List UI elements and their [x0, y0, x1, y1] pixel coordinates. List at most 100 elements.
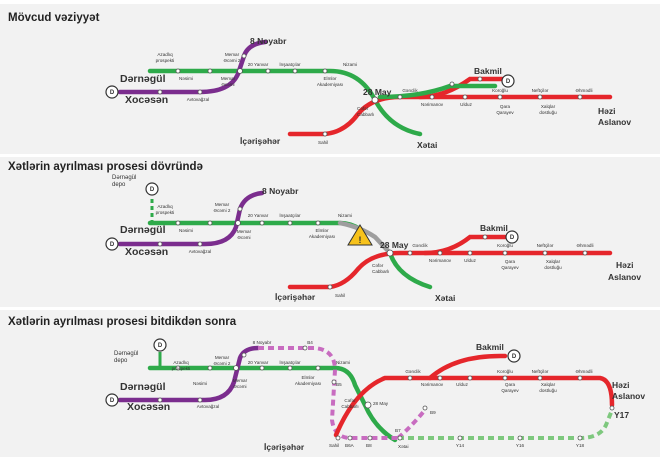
station-20-yanvar: 20 Yanvar	[248, 213, 269, 218]
station-dots	[157, 345, 615, 441]
station-nizami: Nizami	[343, 62, 357, 67]
red-line	[333, 375, 615, 438]
depot-icon-label: D	[110, 90, 115, 96]
station-sahil: Sahil	[329, 443, 339, 448]
station-8-noyabr: 8 Noyabr	[253, 340, 272, 345]
station-xetai: Xətai	[435, 293, 455, 303]
station-iceriseher: İçərişəhər	[264, 442, 305, 452]
depot-icon	[153, 338, 167, 352]
station-neftciler: Neftçilər	[532, 88, 549, 93]
station-y17: Y17	[614, 410, 629, 420]
station-inshaatcilar: İnşaatçılar	[279, 61, 301, 67]
depot-icon-label: D	[110, 398, 115, 404]
station-y16: Y16	[516, 443, 525, 448]
station-genclik: Gənclik	[402, 88, 418, 93]
panel-during-separation: Xətlərin ayrılması prosesi dövründə ! D …	[0, 157, 660, 307]
station-nerimanov: Nərimanov	[421, 102, 444, 107]
station-ulduz: Ulduz	[460, 102, 472, 107]
station-20-yanvar: 20 Yanvar	[248, 360, 269, 365]
depot-icon	[501, 74, 515, 88]
station-xocesen: Xocəsən	[127, 401, 170, 413]
station-b5: B5	[336, 382, 342, 387]
station-xocesen: Xocəsən	[125, 246, 168, 258]
station-xetai: Xətai	[398, 444, 408, 449]
depot-icon-label: D	[512, 354, 517, 360]
depot-icon	[145, 182, 159, 196]
depot-icon	[105, 393, 119, 407]
station-y14: Y14	[456, 443, 465, 448]
depot-icon	[105, 237, 119, 251]
depot-icon	[505, 230, 519, 244]
station-avtovagzal: Avtovağzal	[197, 404, 219, 409]
bakmil-branch	[427, 353, 508, 381]
station-koroglu: Koroğlu	[497, 243, 513, 248]
station-ulduz: Ulduz	[464, 258, 476, 263]
panel-title: Mövcud vəziyyət	[8, 12, 100, 24]
station-b9: B9	[430, 410, 436, 415]
station-sahil: Sahil	[318, 140, 328, 145]
depot-icon-label: D	[110, 242, 115, 248]
station-inshaatcilar: İnşaatçılar	[279, 212, 301, 218]
station-nerimanov: Nərimanov	[429, 258, 452, 263]
station-b4: B4	[307, 340, 313, 345]
warning-icon	[347, 224, 373, 246]
station-nesimi: Nəsimi	[179, 76, 193, 81]
station-neftciler: Neftçilər	[537, 243, 554, 248]
station-b7: B7	[395, 428, 401, 433]
station-ehmedli: Əhmədli	[577, 243, 594, 248]
station-neftciler: Neftçilər	[532, 369, 549, 374]
depot-icon-label: D	[158, 343, 163, 349]
station-nesimi: Nəsimi	[193, 381, 207, 386]
station-koroglu: Koroğlu	[492, 88, 508, 93]
station-dots	[157, 53, 583, 137]
station-28-may: 28 May	[373, 401, 389, 406]
station-8-noyabr: 8 Noyabr	[262, 186, 299, 196]
station-b6a: B6A	[345, 443, 355, 448]
purple-line	[117, 345, 261, 403]
purple-dashed-b9	[396, 408, 427, 440]
station-xetai: Xətai	[417, 140, 437, 150]
station-nizami: Nizami	[336, 360, 350, 365]
depot-icon	[105, 85, 119, 99]
station-inshaatcilar: İnşaatçılar	[279, 359, 301, 365]
panel-title: Xətlərin ayrılması prosesi dövründə	[8, 161, 203, 173]
station-bakmil: Bakmil	[480, 223, 508, 233]
station-genclik: Gənclik	[405, 369, 421, 374]
station-genclik: Gənclik	[412, 243, 428, 248]
station-iceriseher: İçərişəhər	[240, 136, 281, 146]
station-sahil: Sahil	[335, 293, 345, 298]
bakmil-branch	[422, 234, 508, 256]
purple-dashed-extension	[258, 346, 398, 440]
panel-after-separation: Xətlərin ayrılması prosesi bitdikdən son…	[0, 310, 660, 457]
purple-line	[117, 39, 268, 95]
station-xocesen: Xocəsən	[125, 94, 168, 106]
station-nizami: Nizami	[338, 213, 352, 218]
station-ehmedli: Əhmədli	[576, 369, 593, 374]
depot-icon-label: D	[506, 79, 511, 85]
station-bakmil: Bakmil	[476, 342, 504, 352]
green-line-khatai	[387, 250, 433, 290]
